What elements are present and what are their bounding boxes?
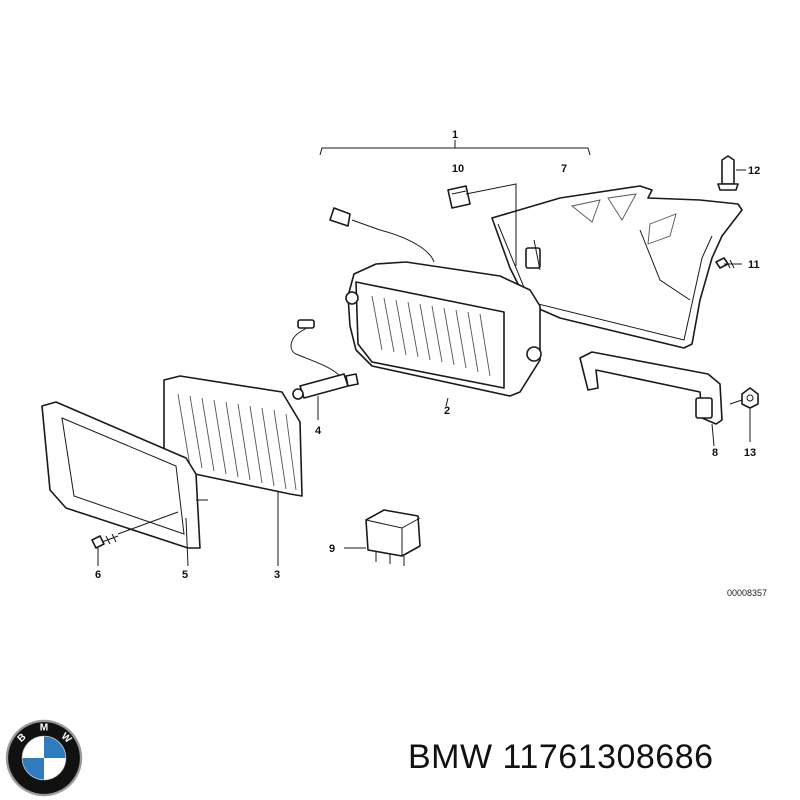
callout-12: 12 bbox=[748, 165, 760, 177]
assembly-bracket bbox=[319, 147, 591, 156]
part-9-relay bbox=[365, 509, 421, 566]
caption-brand: BMW bbox=[408, 738, 493, 776]
part-7-mounting-bracket bbox=[491, 185, 743, 349]
callout-6: 6 bbox=[95, 569, 101, 581]
callout-4: 4 bbox=[315, 425, 322, 437]
callout-3: 3 bbox=[274, 569, 280, 581]
part-6-screw bbox=[91, 533, 119, 549]
callout-5: 5 bbox=[182, 569, 188, 581]
part-5-bezel-frame bbox=[41, 401, 201, 549]
drawing-code: 00008357 bbox=[727, 588, 767, 598]
part-12-hook-bolt bbox=[717, 155, 739, 191]
callout-11: 11 bbox=[748, 259, 760, 271]
bmw-roundel-icon: B M W bbox=[5, 719, 83, 797]
part-4-bulb bbox=[290, 319, 359, 400]
callout-7: 7 bbox=[561, 163, 567, 175]
part-10-clip bbox=[447, 185, 471, 209]
logo-blue-quadrant-bottom-left bbox=[22, 758, 44, 780]
callout-9: 9 bbox=[329, 543, 335, 555]
part-8-support-strap bbox=[579, 351, 723, 425]
part-caption: BMW 11761308686 bbox=[408, 738, 714, 777]
callout-13: 13 bbox=[744, 447, 756, 459]
callout-10: 10 bbox=[452, 163, 464, 175]
caption-part-number: 11761308686 bbox=[502, 738, 714, 776]
callout-2: 2 bbox=[444, 405, 450, 417]
callout-1: 1 bbox=[452, 129, 458, 141]
callout-8: 8 bbox=[712, 447, 718, 459]
logo-letter-m: M bbox=[40, 723, 48, 734]
part-13-nut bbox=[741, 387, 759, 409]
part-2-lamp-housing bbox=[329, 207, 542, 397]
part-11-screw bbox=[715, 257, 735, 269]
logo-blue-quadrant-top-right bbox=[44, 736, 66, 758]
